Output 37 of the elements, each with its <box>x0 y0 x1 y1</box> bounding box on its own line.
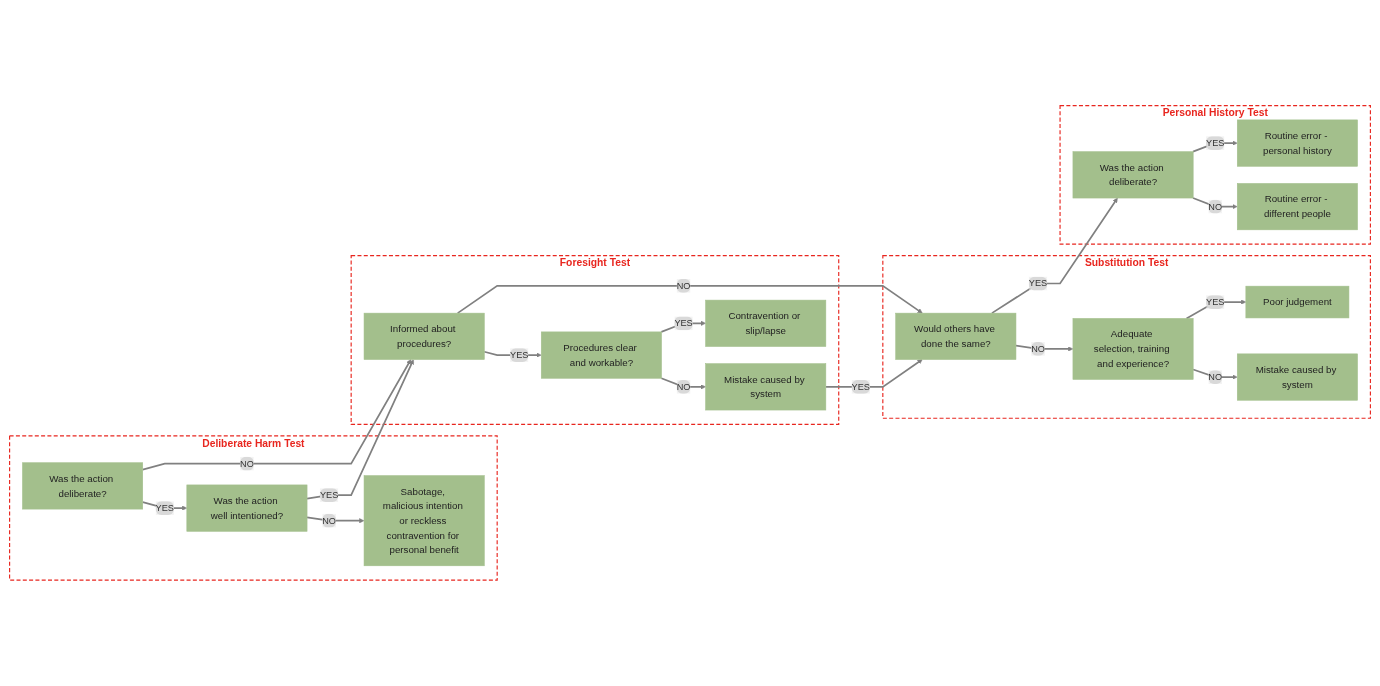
arrow <box>483 351 542 358</box>
edge-label: YES <box>1206 138 1225 148</box>
node-box: Procedures clear and workable? <box>541 331 662 379</box>
node-box: Would others have done the same? <box>895 313 1017 360</box>
node-box: Was the action deliberate? <box>1072 151 1194 199</box>
arrow <box>825 359 923 388</box>
arrow <box>991 198 1118 315</box>
arrow <box>1015 344 1074 352</box>
node-box: Mistake caused by system <box>1237 353 1358 401</box>
edge-label: NO <box>676 381 691 392</box>
edge-label: YES <box>1206 297 1225 307</box>
node-box: Sabotage, malicious intention or reckless contravention for personal benefit <box>363 475 485 567</box>
edge-label: YES <box>319 490 339 500</box>
node-box: Mistake caused by system <box>705 363 827 411</box>
edge-label: YES <box>674 318 693 329</box>
node-box: Poor judgement <box>1245 286 1350 319</box>
arrow <box>456 285 923 315</box>
node-box: Was the action deliberate? <box>22 462 143 510</box>
node-box: Contravention or slip/lapse <box>705 300 827 347</box>
edge-label: NO <box>1208 372 1223 382</box>
edge-label: NO <box>322 515 336 526</box>
node-box: Routine error - different people <box>1237 183 1358 231</box>
edge-label: NO <box>676 280 691 291</box>
edge-label: NO <box>1031 343 1045 354</box>
edge-label: YES <box>851 381 870 392</box>
arrow <box>1185 299 1247 320</box>
node-box: Routine error - personal history <box>1237 119 1358 167</box>
arrow <box>306 359 414 500</box>
edge-label: YES <box>155 503 174 513</box>
edge-label: YES <box>1028 278 1048 289</box>
edge-label: YES <box>510 350 529 360</box>
arrow <box>141 359 412 471</box>
node-box: Informed about procedures? <box>363 313 485 360</box>
edge-label: NO <box>240 458 254 469</box>
node-box: Was the action well intentioned? <box>186 484 308 532</box>
edge-label: NO <box>1208 201 1223 212</box>
node-box: Adequate selection, training and experience? <box>1072 318 1194 380</box>
